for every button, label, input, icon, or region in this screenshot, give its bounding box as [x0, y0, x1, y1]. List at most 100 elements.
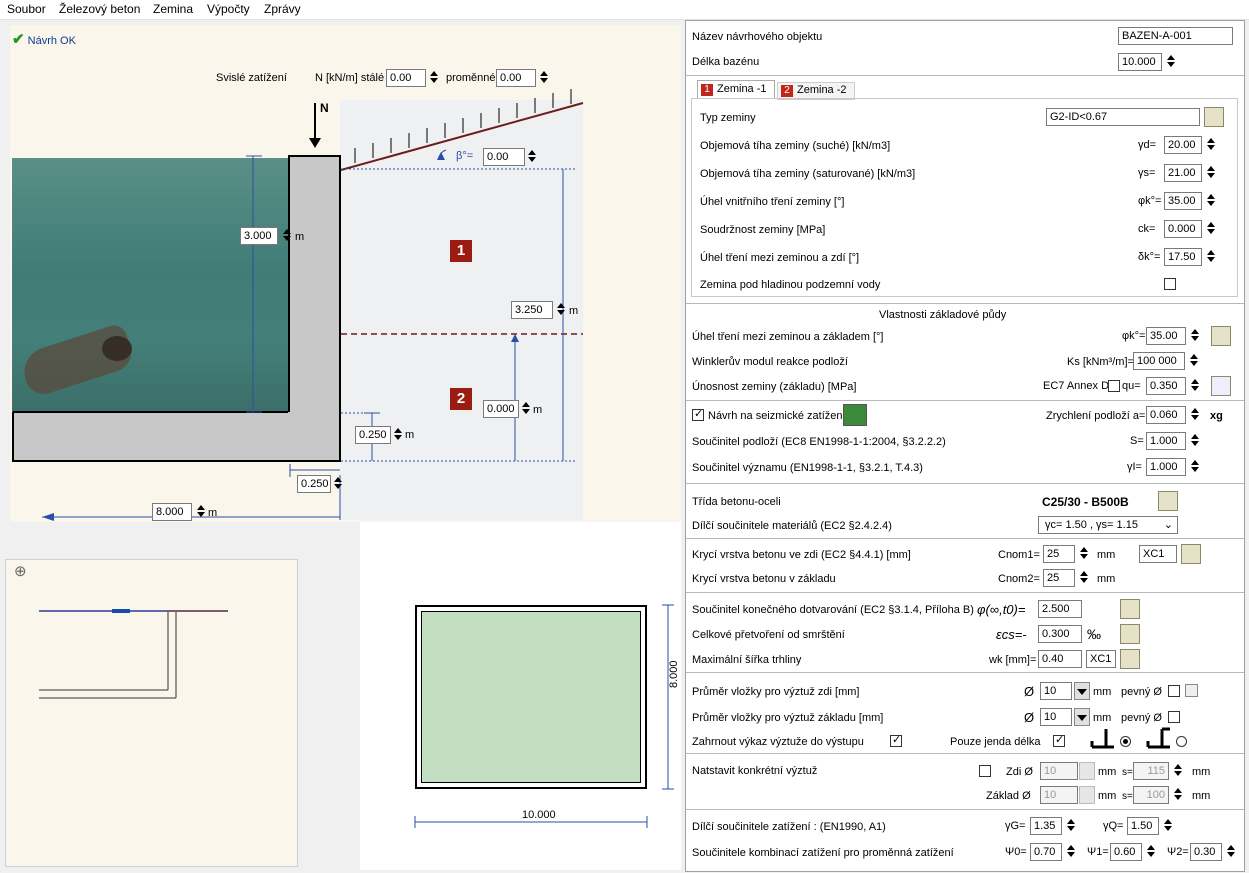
annex-d-checkbox[interactable] [1108, 380, 1120, 392]
seismic-checkbox[interactable]: ✓ [692, 408, 704, 421]
base-thickness-input[interactable]: 0.250 [355, 426, 391, 444]
load-variable-input[interactable]: 0.00 [496, 69, 536, 87]
base-friction-spinner[interactable] [1190, 327, 1199, 345]
cover-base-input[interactable]: 25 [1043, 569, 1075, 587]
wall-thickness-input[interactable]: 0.250 [297, 475, 331, 493]
groundwater-checkbox[interactable] [1164, 278, 1176, 290]
creep-calc-icon[interactable] [1120, 599, 1140, 619]
pool-length-spinner[interactable] [1166, 53, 1175, 71]
cohesion-input[interactable]: 0.000 [1164, 220, 1202, 238]
dry-weight-input[interactable]: 20.00 [1164, 136, 1202, 154]
shrinkage-input[interactable]: 0.300 [1038, 625, 1082, 643]
crack-class-input[interactable]: XC1 [1086, 650, 1116, 668]
soil-library-icon[interactable] [1204, 107, 1224, 127]
detail-view[interactable]: ⊕ [5, 559, 298, 867]
crack-calc-icon[interactable] [1120, 649, 1140, 669]
soil-type-input[interactable]: G2-ID<0.67 [1046, 108, 1200, 126]
base-rebar-dropdown[interactable] [1074, 708, 1090, 726]
bearing-input[interactable]: 0.350 [1146, 377, 1186, 395]
wall-thickness-spinner[interactable] [333, 475, 342, 493]
bearing-spinner[interactable] [1190, 377, 1199, 395]
dry-weight-spinner[interactable] [1206, 136, 1215, 154]
friction-angle-input[interactable]: 35.00 [1164, 192, 1202, 210]
creep-input[interactable]: 2.500 [1038, 600, 1082, 618]
psi1-input[interactable]: 0.60 [1110, 843, 1142, 861]
gamma-g-input[interactable]: 1.35 [1030, 817, 1062, 835]
base-rebar-select[interactable]: 10 [1040, 708, 1072, 726]
friction-angle-spinner[interactable] [1206, 192, 1215, 210]
wall-fixed-icon[interactable] [1185, 684, 1198, 697]
layer2-height-spinner[interactable] [521, 400, 530, 418]
cover-base-spinner[interactable] [1079, 569, 1088, 587]
beta-spinner[interactable] [527, 148, 536, 166]
material-select-icon[interactable] [1158, 491, 1178, 511]
menu-zelezovy-beton[interactable]: Železový beton [59, 2, 141, 16]
seismic-map-icon[interactable] [843, 404, 867, 426]
load-permanent-spinner[interactable] [429, 69, 438, 87]
partial-factors-select[interactable]: γc= 1.50 , γs= 1.15⌄ [1038, 516, 1178, 534]
set-wall-dia[interactable]: 10 [1040, 762, 1078, 780]
set-base-spacing[interactable]: 100 [1133, 786, 1169, 804]
shape-a-radio[interactable] [1120, 736, 1131, 747]
cohesion-spinner[interactable] [1206, 220, 1215, 238]
base-fixed-checkbox[interactable] [1168, 711, 1180, 723]
menu-vypocty[interactable]: Výpočty [207, 2, 250, 16]
set-base-dia[interactable]: 10 [1040, 786, 1078, 804]
winkler-input[interactable]: 100 000 [1133, 352, 1185, 370]
base-friction-input[interactable]: 35.00 [1146, 327, 1186, 345]
sat-weight-spinner[interactable] [1206, 164, 1215, 182]
include-rebar-checkbox[interactable]: ✓ [890, 734, 902, 747]
wall-friction-input[interactable]: 17.50 [1164, 248, 1202, 266]
gamma-q-input[interactable]: 1.50 [1127, 817, 1159, 835]
bearing-calc-icon[interactable] [1211, 376, 1231, 396]
psi2-input[interactable]: 0.30 [1190, 843, 1222, 861]
load-permanent-input[interactable]: 0.00 [386, 69, 426, 87]
soil-height-spinner[interactable] [556, 301, 565, 319]
cover-wall-spinner[interactable] [1079, 545, 1088, 563]
menu-soubor[interactable]: Soubor [7, 2, 46, 16]
psi2-spinner[interactable] [1226, 843, 1235, 861]
winkler-spinner[interactable] [1189, 352, 1198, 370]
psi0-input[interactable]: 0.70 [1030, 843, 1062, 861]
gamma-g-spinner[interactable] [1066, 817, 1075, 835]
single-length-checkbox[interactable]: ✓ [1053, 734, 1065, 747]
wall-fixed-checkbox[interactable] [1168, 685, 1180, 697]
name-input[interactable]: BAZEN-A-001 [1118, 27, 1233, 45]
shrinkage-calc-icon[interactable] [1120, 624, 1140, 644]
gamma-q-spinner[interactable] [1163, 817, 1172, 835]
psi0-spinner[interactable] [1066, 843, 1075, 861]
set-base-spacing-spinner[interactable] [1173, 786, 1182, 804]
base-thickness-spinner[interactable] [393, 426, 402, 444]
wall-rebar-dropdown[interactable] [1074, 682, 1090, 700]
beta-input[interactable]: 0.00 [483, 148, 525, 166]
crack-width-input[interactable]: 0.40 [1038, 650, 1082, 668]
set-wall-spacing-spinner[interactable] [1173, 762, 1182, 780]
wall-rebar-select[interactable]: 10 [1040, 682, 1072, 700]
wall-height-input[interactable]: 3.000 [240, 227, 278, 245]
acceleration-input[interactable]: 0.060 [1146, 406, 1186, 424]
soil-height-input[interactable]: 3.250 [511, 301, 553, 319]
base-friction-library-icon[interactable] [1211, 326, 1231, 346]
menu-zpravy[interactable]: Zprávy [264, 2, 301, 16]
set-rebar-checkbox[interactable] [979, 765, 991, 777]
importance-factor-input[interactable]: 1.000 [1146, 458, 1186, 476]
length-input[interactable]: 8.000 [152, 503, 192, 521]
length-spinner[interactable] [196, 503, 205, 521]
exposure-input[interactable]: XC1 [1139, 545, 1177, 563]
acceleration-spinner[interactable] [1190, 406, 1199, 424]
zoom-icon[interactable]: ⊕ [14, 563, 27, 580]
cover-wall-input[interactable]: 25 [1043, 545, 1075, 563]
load-variable-spinner[interactable] [539, 69, 548, 87]
set-wall-spacing[interactable]: 115 [1133, 762, 1169, 780]
wall-friction-spinner[interactable] [1206, 248, 1215, 266]
soil-factor-spinner[interactable] [1190, 432, 1199, 450]
psi1-spinner[interactable] [1146, 843, 1155, 861]
soil-factor-input[interactable]: 1.000 [1146, 432, 1186, 450]
importance-factor-spinner[interactable] [1190, 458, 1199, 476]
pool-length-input[interactable]: 10.000 [1118, 53, 1162, 71]
wall-height-spinner[interactable] [282, 227, 291, 245]
shape-b-radio[interactable] [1176, 736, 1187, 747]
layer2-height-input[interactable]: 0.000 [483, 400, 519, 418]
exposure-select-icon[interactable] [1181, 544, 1201, 564]
